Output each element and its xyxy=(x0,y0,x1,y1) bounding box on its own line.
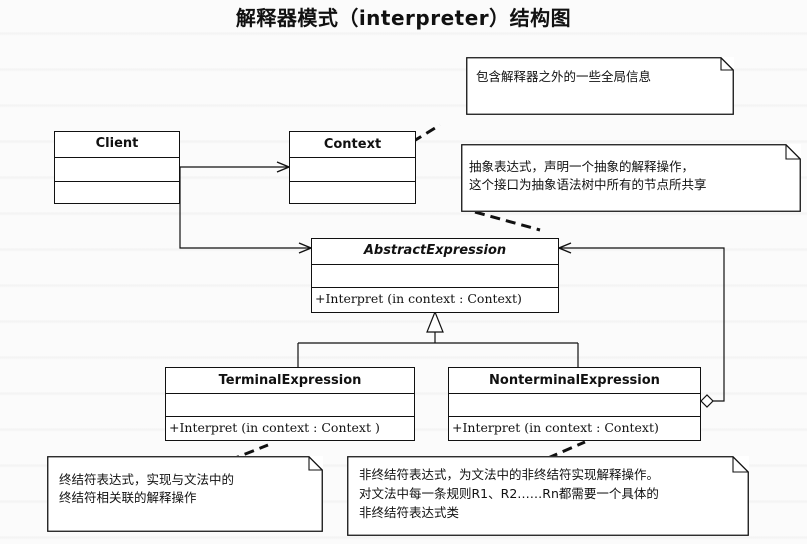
class-terminal-expression-name: TerminalExpression xyxy=(218,373,362,388)
class-terminal-expression-operation: +Interpret (in context : Context ) xyxy=(166,416,414,439)
note-context-frame xyxy=(466,57,734,115)
note-terminal-expression: 终结符表达式，实现与文法中的 终结符相关联的解释操作 xyxy=(47,456,323,532)
class-abstract-expression: AbstractExpression +Interpret (in contex… xyxy=(311,238,559,313)
note-nonterminal-expression-line-2: 对文法中每一条规则R1、R2……Rn都需要一个具体的 xyxy=(359,486,659,501)
class-abstract-expression-attributes xyxy=(312,264,558,287)
note-abstract-expression-frame xyxy=(461,144,801,212)
class-client-name: Client xyxy=(95,136,139,151)
class-terminal-expression: TerminalExpression +Interpret (in contex… xyxy=(165,367,415,441)
aggregation-diamond xyxy=(700,394,714,408)
class-nonterminal-expression-operation: +Interpret (in context : Context) xyxy=(449,416,700,439)
class-client-operations xyxy=(55,181,179,202)
note-abstract-expression-line-1: 抽象表达式，声明一个抽象的解释操作， xyxy=(469,159,695,174)
client-abstract-association xyxy=(179,167,311,248)
note-abstract-expression-line-2: 这个接口为抽象语法树中所有的节点所共享 xyxy=(469,177,707,192)
generalization-triangle xyxy=(426,310,444,333)
class-client-attributes xyxy=(55,157,179,181)
class-nonterminal-expression: NonterminalExpression +Interpret (in con… xyxy=(448,367,701,441)
note-terminal-expression-line-1: 终结符表达式，实现与文法中的 xyxy=(59,472,235,487)
note-terminal-expression-frame xyxy=(47,456,323,532)
class-context-name: Context xyxy=(323,137,382,152)
class-abstract-expression-operation: +Interpret (in context : Context) xyxy=(312,287,558,311)
note-context: 包含解释器之外的一些全局信息 xyxy=(466,57,734,115)
class-nonterminal-expression-name: NonterminalExpression xyxy=(489,373,660,388)
class-abstract-expression-name: AbstractExpression xyxy=(363,243,507,258)
class-context-attributes xyxy=(290,157,415,181)
diagram-title: 解释器模式（interpreter）结构图 xyxy=(235,6,572,30)
note-context-text: 包含解释器之外的一些全局信息 xyxy=(476,69,652,84)
note-nonterminal-expression-line-1: 非终结符表达式，为文法中的非终结符实现解释操作。 xyxy=(359,467,660,482)
class-client: Client xyxy=(54,131,180,204)
note-abstract-expression: 抽象表达式，声明一个抽象的解释操作， 这个接口为抽象语法树中所有的节点所共享 xyxy=(461,144,801,212)
note-nonterminal-expression: 非终结符表达式，为文法中的非终结符实现解释操作。 对文法中每一条规则R1、R2…… xyxy=(347,456,749,536)
class-nonterminal-expression-attributes xyxy=(449,393,700,416)
aggregation-line xyxy=(559,248,725,402)
note-nonterminal-expression-frame xyxy=(347,456,749,536)
class-context: Context xyxy=(289,131,416,204)
note-nonterminal-expression-line-3: 非终结符表达式类 xyxy=(359,505,460,520)
note-terminal-expression-line-2: 终结符相关联的解释操作 xyxy=(59,490,197,505)
abstract-note-anchor xyxy=(474,210,541,232)
class-terminal-expression-attributes xyxy=(166,393,414,416)
class-context-operations xyxy=(290,181,415,202)
nonterminal-note-anchor xyxy=(547,440,586,460)
